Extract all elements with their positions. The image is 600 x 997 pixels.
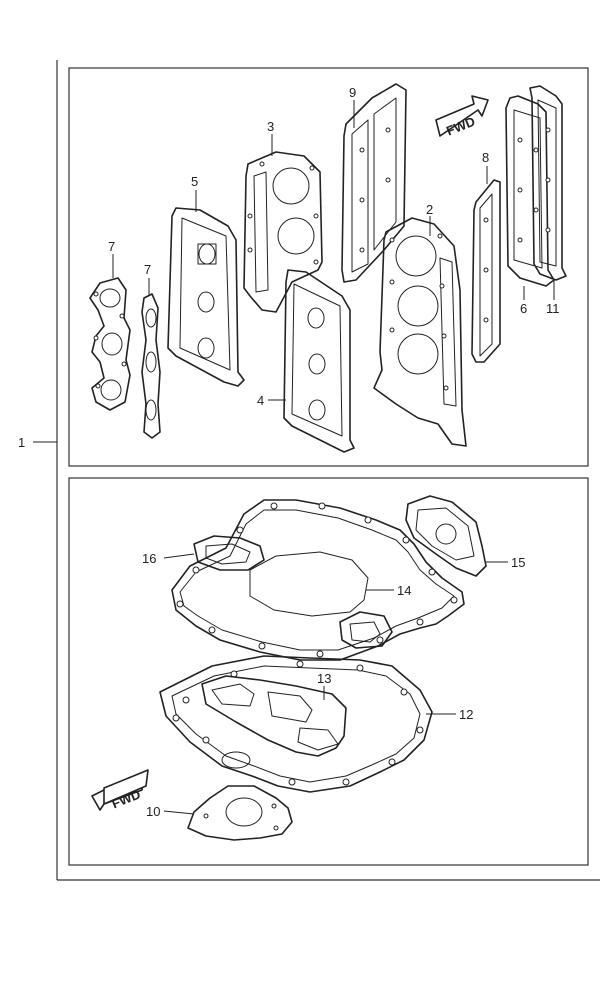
callout-5: 5 (191, 174, 198, 189)
callout-4: 4 (257, 393, 264, 408)
callout-6: 6 (520, 301, 527, 316)
callout-2: 2 (426, 202, 433, 217)
gasket-part-15 (405, 495, 487, 577)
fwd-arrow-bottom: FWD (91, 769, 149, 811)
gasket-part-13 (201, 675, 347, 757)
gasket-part-8 (471, 179, 501, 363)
gasket-part-14 (171, 499, 465, 661)
callout-7-right: 7 (144, 262, 151, 277)
callout-11: 11 (546, 301, 560, 316)
callout-8: 8 (482, 150, 489, 165)
kit-bracket (33, 60, 600, 881)
gasket-part-7-left (89, 277, 131, 411)
callout-16: 16 (142, 551, 156, 566)
gasket-part-5 (167, 207, 245, 387)
gasket-port-small (339, 611, 393, 649)
gasket-part-4 (283, 269, 355, 453)
callout-15: 15 (511, 555, 525, 570)
upper-panel-frame (68, 67, 589, 467)
fwd-arrow-top: FWD (435, 95, 489, 139)
callout-14: 14 (397, 583, 411, 598)
gasket-part-16 (193, 535, 265, 571)
gasket-part-2 (373, 217, 467, 447)
gasket-part-10 (187, 785, 293, 841)
gasket-part-6 (505, 95, 555, 287)
callout-1: 1 (18, 435, 25, 450)
callout-7-left: 7 (108, 239, 115, 254)
gasket-part-11 (529, 85, 567, 281)
gasket-part-3 (243, 151, 323, 313)
lower-panel-frame (68, 477, 589, 866)
callout-12: 12 (459, 707, 473, 722)
callout-9: 9 (349, 85, 356, 100)
gasket-part-12 (159, 655, 433, 793)
callout-3: 3 (267, 119, 274, 134)
gasket-part-7-right (141, 293, 161, 439)
callout-13: 13 (317, 671, 331, 686)
callout-10: 10 (146, 804, 160, 819)
